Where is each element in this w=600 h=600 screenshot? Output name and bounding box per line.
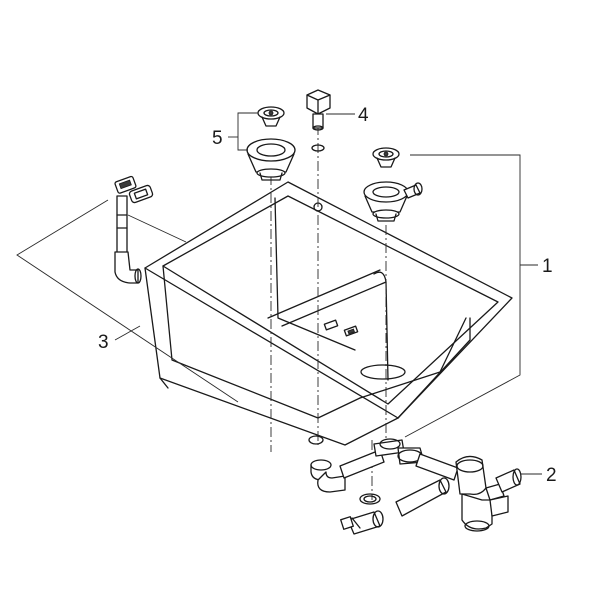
strainer-basket-left: [257, 106, 285, 127]
callout-4: 4: [358, 105, 369, 126]
strainer-body-right: [363, 181, 423, 222]
callout-3: 3: [98, 332, 109, 353]
overflow-assembly: [114, 175, 187, 284]
callout-2: 2: [546, 465, 557, 486]
leader-lines: [16, 112, 542, 475]
waste-pipework: [308, 435, 522, 535]
callout-1: 1: [542, 256, 553, 277]
assembly-axes: [270, 125, 387, 500]
strainer-body-left: [246, 138, 296, 181]
popup-knob: [306, 89, 331, 152]
sink-body: [144, 181, 513, 446]
strainer-basket-right: [372, 147, 400, 168]
callout-5: 5: [212, 128, 223, 149]
